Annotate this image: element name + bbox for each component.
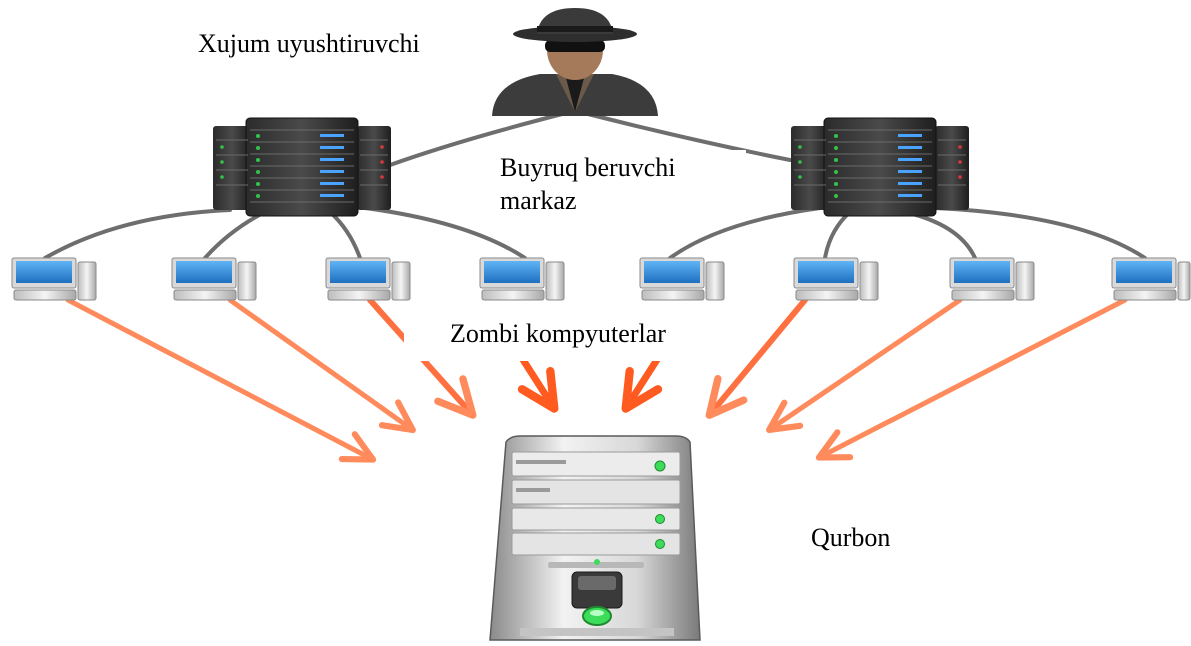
attack-arrow-5 [621, 351, 664, 413]
link-right-server-zombie-8 [933, 206, 1147, 260]
command-center-label: Buyruq beruvchi markaz [494, 150, 746, 219]
link-left-server-zombie-3 [328, 210, 362, 260]
desktop-computer-icon [1111, 257, 1191, 301]
hacker-icon [492, 8, 658, 116]
desktop-computer-icon [793, 257, 879, 301]
connection-lines [43, 110, 1147, 260]
link-left-server-zombie-2 [203, 210, 267, 260]
attack-arrow-4 [516, 351, 559, 413]
attack-arrow-2 [227, 297, 416, 434]
desktop-computer-icon [479, 257, 565, 301]
server-rack-icon [213, 117, 391, 217]
tower-server-icon [489, 435, 701, 641]
server-rack-icon [791, 117, 969, 217]
desktop-computer-icon [171, 257, 257, 301]
link-left-server-zombie-4 [363, 206, 527, 260]
desktop-computer-icon [11, 257, 97, 301]
link-right-server-zombie-6 [823, 210, 852, 260]
victim-label: Qurbon [811, 523, 891, 552]
desktop-computer-icon [949, 257, 1035, 301]
zombie-computers-label: Zombi kompyuterlar [404, 316, 716, 361]
attack-arrow-1 [65, 297, 377, 463]
zombie-computers [11, 257, 1191, 301]
attacker-label: Xujum uyushtiruvchi [192, 26, 426, 63]
link-right-server-zombie-7 [903, 210, 977, 260]
link-attacker-right-server [578, 110, 792, 162]
link-left-server-zombie-1 [43, 208, 232, 260]
desktop-computer-icon [325, 257, 411, 301]
attack-arrow-8 [815, 297, 1128, 461]
attack-arrow-7 [766, 297, 963, 434]
desktop-computer-icon [639, 257, 725, 301]
link-right-server-zombie-5 [668, 206, 822, 260]
link-attacker-left-server [388, 110, 572, 167]
attack-arrow-6 [705, 297, 808, 419]
